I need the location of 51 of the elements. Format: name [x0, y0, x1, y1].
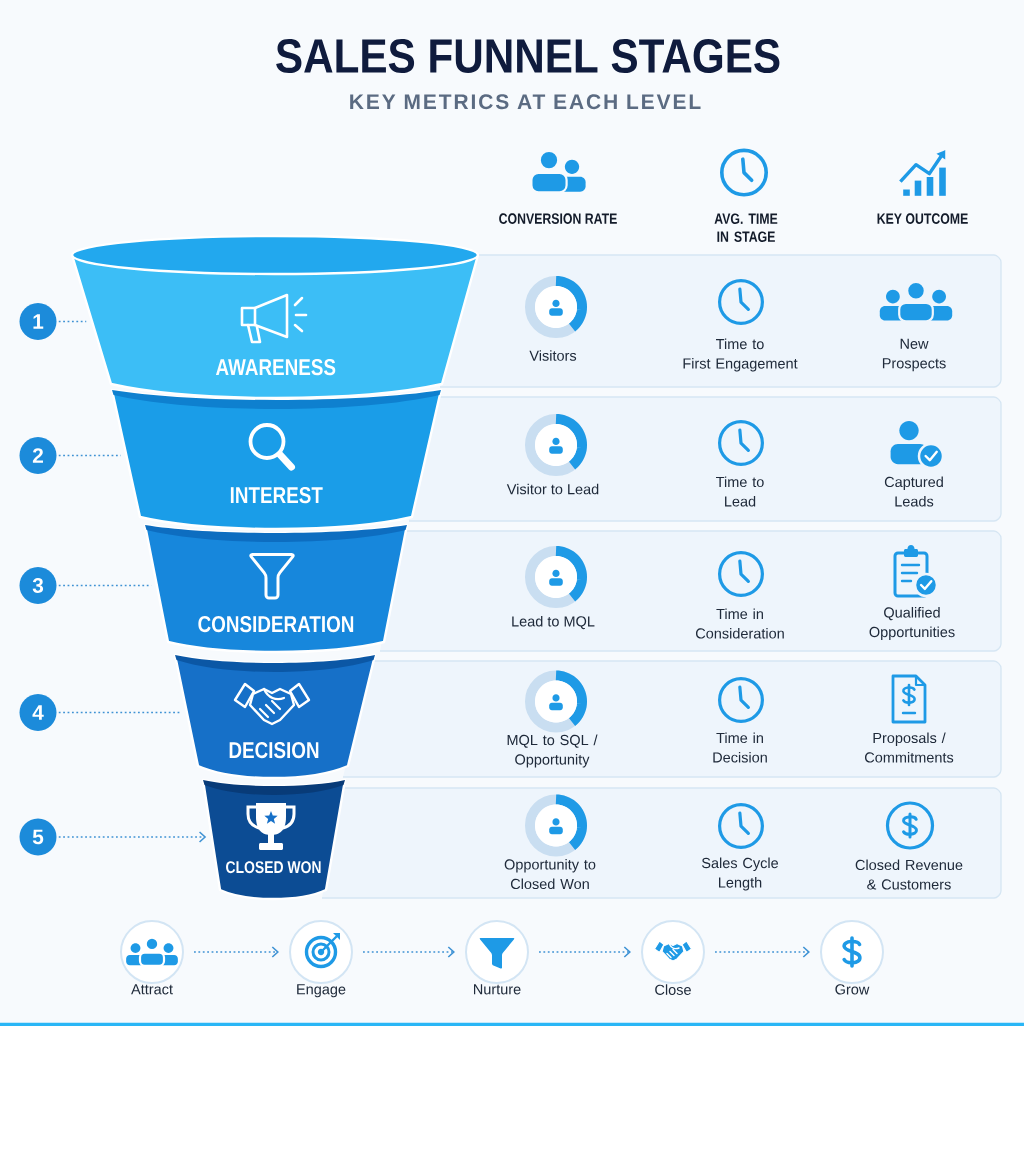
- flow-step: Attract: [120, 920, 184, 995]
- flow-step: Grow: [820, 920, 884, 995]
- arrow: [714, 946, 810, 958]
- step-number: 1: [19, 303, 57, 340]
- metric-label: Time to Lead: [716, 476, 764, 507]
- metric-label: Visitor to Lead: [506, 483, 599, 495]
- step-number: 3: [19, 567, 57, 604]
- metric-label: Sales Cycle Length: [701, 857, 779, 891]
- funnel-stage: CLOSED WON: [201, 778, 347, 901]
- metric-label: MQL to SQL / Opportunity: [507, 734, 598, 768]
- leader-line: [57, 454, 122, 457]
- node-label: Nurture: [474, 984, 521, 995]
- column-header: CONVERSION RATE: [499, 213, 617, 224]
- step-number: 4: [19, 694, 57, 731]
- subtitle: KEY METRICS AT EACH LEVEL: [350, 94, 701, 110]
- leader-line: [57, 320, 88, 323]
- node-label: Engage: [297, 984, 346, 998]
- flow-step: Close: [641, 920, 705, 995]
- column-header: KEY OUTCOME: [877, 213, 968, 224]
- metric-label: New Prospects: [882, 338, 946, 372]
- node-label: Attract: [131, 984, 173, 995]
- arrow: [362, 946, 455, 958]
- title: SALES FUNNEL STAGES: [276, 39, 780, 73]
- metric-label: Captured Leads: [884, 476, 943, 507]
- metric-label: Lead to MQL: [512, 615, 595, 630]
- metric-label: Visitors: [529, 350, 577, 361]
- metric-row: [439, 254, 1002, 388]
- arrow: [538, 946, 631, 958]
- metric-row: [408, 396, 1002, 522]
- metric-label: Time to First Engagement: [683, 338, 798, 372]
- metric-label: Qualified Opportunities: [869, 607, 955, 640]
- metric-label: Proposals / Commitments: [865, 732, 954, 763]
- metric-label: Closed Revenue & Customers: [855, 859, 963, 890]
- funnel-stage: INTEREST: [110, 388, 443, 531]
- step-number: 5: [19, 818, 57, 856]
- flow-step: Engage: [289, 920, 353, 998]
- step-number: 2: [19, 437, 57, 474]
- metric-row: [379, 530, 1002, 652]
- arrow: [57, 831, 207, 843]
- funnel-stage: DECISION: [173, 653, 377, 780]
- metric-label: Opportunity to Closed Won: [504, 858, 596, 890]
- funnel-stage: AWARENESS: [70, 234, 480, 400]
- metric-row: [321, 787, 1002, 899]
- metric-row: [342, 660, 1002, 778]
- flow-step: Nurture: [465, 920, 529, 995]
- node-label: Grow: [835, 984, 870, 995]
- metric-label: Time in Decision: [713, 732, 767, 763]
- funnel-stage: CONSIDERATION: [143, 523, 409, 654]
- metric-label: Time in Consideration: [696, 608, 784, 639]
- arrow: [193, 946, 279, 958]
- node-label: Close: [655, 984, 691, 995]
